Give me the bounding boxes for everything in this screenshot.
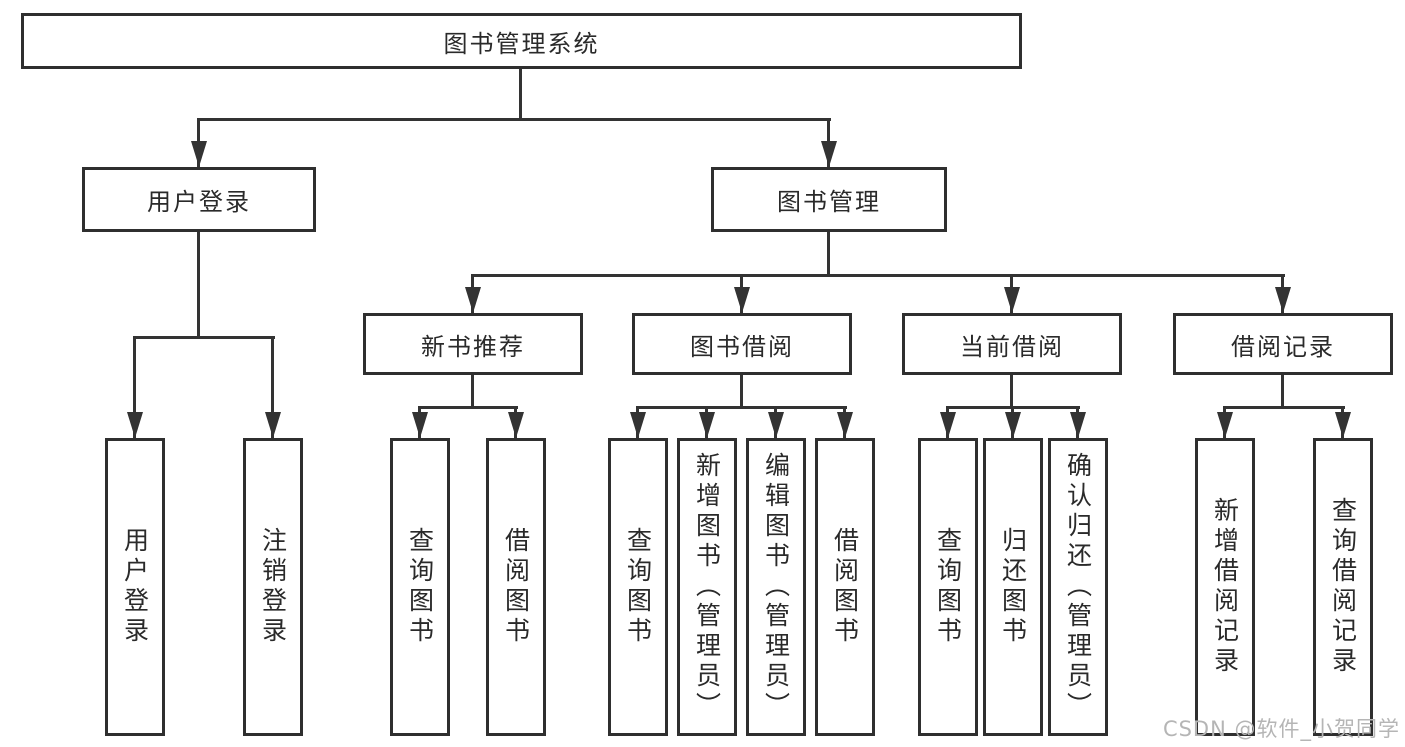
leaf-query-books-newbook: 查询图书 <box>390 438 450 736</box>
arrowhead-icon <box>1005 412 1021 438</box>
connector-line <box>197 118 831 121</box>
node-current-borrowing: 当前借阅 <box>902 313 1122 375</box>
arrowhead-icon <box>1070 412 1086 438</box>
connector-line <box>636 406 847 409</box>
csdn-watermark: CSDN @软件_小贺同学 <box>1162 717 1400 741</box>
connector-line <box>740 375 743 408</box>
leaf-label: 新增图书（管理员） <box>692 452 722 722</box>
leaf-query-borrow-record: 查询借阅记录 <box>1313 438 1373 736</box>
leaf-borrow-books: 借阅图书 <box>815 438 875 736</box>
node-library-management-system: 图书管理系统 <box>21 13 1022 69</box>
arrowhead-icon <box>699 412 715 438</box>
leaf-query-books-current: 查询图书 <box>918 438 978 736</box>
node-borrowing-records: 借阅记录 <box>1173 313 1393 375</box>
arrowhead-icon <box>508 412 524 438</box>
leaf-label: 借阅图书 <box>830 527 860 647</box>
arrowhead-icon <box>465 287 481 313</box>
arrowhead-icon <box>412 412 428 438</box>
leaf-add-books-admin: 新增图书（管理员） <box>677 438 737 736</box>
node-user-login: 用户登录 <box>82 167 316 232</box>
connector-line <box>1281 375 1284 408</box>
node-label: 图书借阅 <box>690 332 794 361</box>
arrowhead-icon <box>1217 412 1233 438</box>
arrowhead-icon <box>127 412 143 438</box>
leaf-label: 编辑图书（管理员） <box>761 452 791 722</box>
arrowhead-icon <box>1275 287 1291 313</box>
connector-line <box>133 336 136 438</box>
connector-line <box>471 375 474 408</box>
connector-line <box>133 336 275 339</box>
leaf-borrow-books-newbook: 借阅图书 <box>486 438 546 736</box>
leaf-label: 确认归还（管理员） <box>1063 452 1093 722</box>
arrowhead-icon <box>630 412 646 438</box>
connector-line <box>418 406 518 409</box>
node-label: 借阅记录 <box>1231 332 1335 361</box>
arrowhead-icon <box>265 412 281 438</box>
node-label: 新书推荐 <box>421 332 525 361</box>
arrowhead-icon <box>1335 412 1351 438</box>
connector-line <box>197 232 200 338</box>
leaf-label: 借阅图书 <box>501 527 531 647</box>
node-new-book-recommendation: 新书推荐 <box>363 313 583 375</box>
connector-line <box>271 336 274 438</box>
leaf-return-books: 归还图书 <box>983 438 1043 736</box>
leaf-label: 注销登录 <box>258 527 288 647</box>
leaf-label: 查询图书 <box>623 527 653 647</box>
leaf-query-books-borrow: 查询图书 <box>608 438 668 736</box>
leaf-label: 查询借阅记录 <box>1328 497 1358 677</box>
leaf-add-borrow-record: 新增借阅记录 <box>1195 438 1255 736</box>
connector-line <box>519 69 522 120</box>
leaf-user-login: 用户登录 <box>105 438 165 736</box>
leaf-logout: 注销登录 <box>243 438 303 736</box>
node-label: 图书管理系统 <box>443 29 600 58</box>
leaf-label: 用户登录 <box>120 527 150 647</box>
connector-line <box>1223 406 1345 409</box>
arrowhead-icon <box>940 412 956 438</box>
leaf-confirm-return-admin: 确认归还（管理员） <box>1048 438 1108 736</box>
connector-line <box>1010 375 1013 408</box>
arrowhead-icon <box>837 412 853 438</box>
leaf-edit-books-admin: 编辑图书（管理员） <box>746 438 806 736</box>
node-label: 用户登录 <box>147 188 251 216</box>
leaf-label: 归还图书 <box>998 527 1028 647</box>
arrowhead-icon <box>191 141 207 167</box>
leaf-label: 查询图书 <box>405 527 435 647</box>
leaf-label: 新增借阅记录 <box>1210 497 1240 677</box>
connector-line <box>471 274 1285 277</box>
connector-line <box>827 232 830 276</box>
leaf-label: 查询图书 <box>933 527 963 647</box>
node-label: 当前借阅 <box>960 332 1064 361</box>
arrowhead-icon <box>768 412 784 438</box>
node-book-borrowing: 图书借阅 <box>632 313 852 375</box>
arrowhead-icon <box>821 141 837 167</box>
node-book-management: 图书管理 <box>711 167 947 232</box>
node-label: 图书管理 <box>777 188 881 216</box>
arrowhead-icon <box>734 287 750 313</box>
arrowhead-icon <box>1004 287 1020 313</box>
